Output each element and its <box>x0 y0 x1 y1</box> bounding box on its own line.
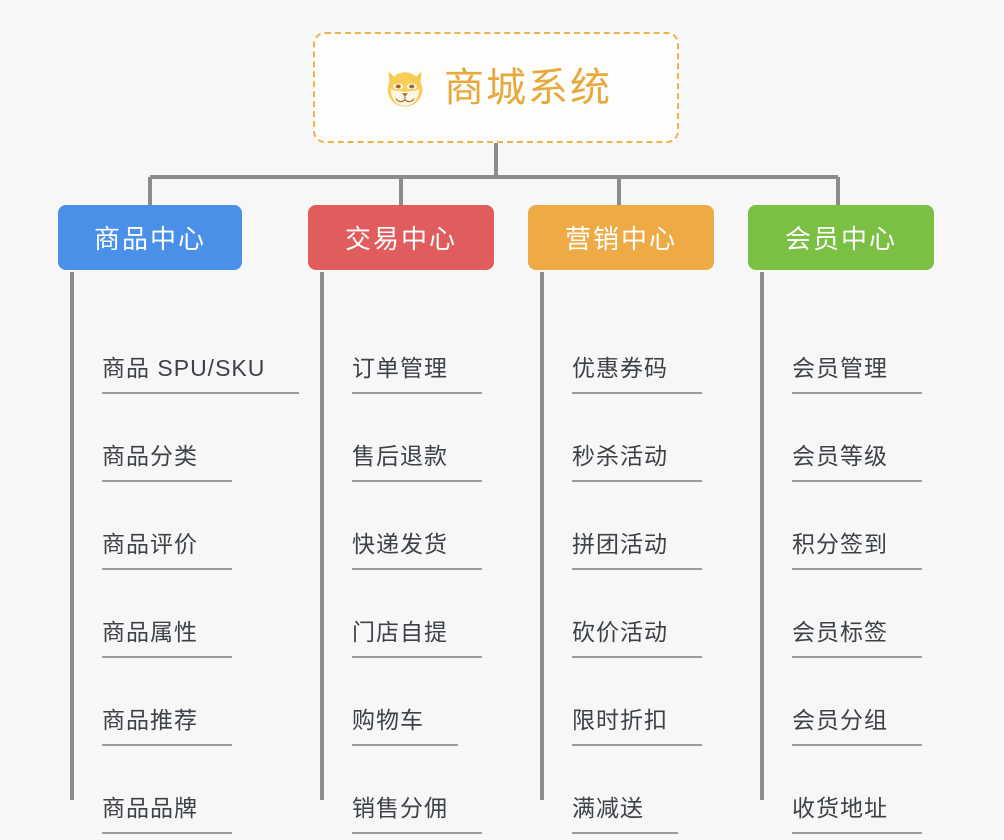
category-header-3[interactable]: 会员中心 <box>748 205 934 270</box>
leaf-label: 会员分组 <box>792 709 922 746</box>
root-node[interactable]: 商城系统 <box>313 32 679 143</box>
category-column-会员中心: 会员中心 会员管理 会员等级 积分签到 会员标签 会员分组 收货地址 <box>748 205 968 834</box>
leaf-label: 快递发货 <box>352 533 482 570</box>
leaf-label: 优惠券码 <box>572 357 702 394</box>
list-item[interactable]: 商品品牌 <box>72 746 278 834</box>
list-item[interactable]: 商品 SPU/SKU <box>72 306 300 394</box>
category-header-2[interactable]: 营销中心 <box>528 205 714 270</box>
list-item[interactable]: 售后退款 <box>322 394 528 482</box>
leaf-list-2: 优惠券码 秒杀活动 拼团活动 砍价活动 限时折扣 满减送 <box>528 306 748 834</box>
category-label-0: 商品中心 <box>93 224 206 254</box>
shiba-dog-face-icon <box>387 71 423 107</box>
leaf-label: 商品品牌 <box>102 797 232 834</box>
leaf-label: 限时折扣 <box>572 709 702 746</box>
list-item[interactable]: 门店自提 <box>322 570 528 658</box>
leaf-label: 商品属性 <box>102 621 232 658</box>
list-item[interactable]: 砍价活动 <box>542 570 748 658</box>
category-column-交易中心: 交易中心 订单管理 售后退款 快递发货 门店自提 购物车 销售分佣 <box>308 205 528 834</box>
category-label-3: 会员中心 <box>784 224 897 254</box>
leaf-label: 商品推荐 <box>102 709 232 746</box>
list-item[interactable]: 积分签到 <box>762 482 968 570</box>
list-item[interactable]: 订单管理 <box>322 306 528 394</box>
list-item[interactable]: 会员分组 <box>762 658 968 746</box>
category-label-2: 营销中心 <box>564 224 677 254</box>
leaf-list-1: 订单管理 售后退款 快递发货 门店自提 购物车 销售分佣 <box>308 306 528 834</box>
leaf-label: 秒杀活动 <box>572 445 702 482</box>
category-header-0[interactable]: 商品中心 <box>58 205 242 270</box>
leaf-label: 售后退款 <box>352 445 482 482</box>
list-item[interactable]: 销售分佣 <box>322 746 528 834</box>
category-header-1[interactable]: 交易中心 <box>308 205 494 270</box>
leaf-label: 会员等级 <box>792 445 922 482</box>
list-item[interactable]: 限时折扣 <box>542 658 748 746</box>
list-item[interactable]: 拼团活动 <box>542 482 748 570</box>
category-column-商品中心: 商品中心 商品 SPU/SKU 商品分类 商品评价 商品属性 商品推荐 商品品牌 <box>58 205 300 834</box>
list-item[interactable]: 优惠券码 <box>542 306 748 394</box>
list-item[interactable]: 收货地址 <box>762 746 968 834</box>
leaf-label: 收货地址 <box>792 797 922 834</box>
list-item[interactable]: 会员标签 <box>762 570 968 658</box>
leaf-label: 积分签到 <box>792 533 922 570</box>
list-item[interactable]: 秒杀活动 <box>542 394 748 482</box>
root-title: 商城系统 <box>444 65 612 110</box>
category-column-营销中心: 营销中心 优惠券码 秒杀活动 拼团活动 砍价活动 限时折扣 满减送 <box>528 205 748 834</box>
leaf-label: 砍价活动 <box>572 621 702 658</box>
leaf-label: 满减送 <box>572 797 678 834</box>
category-label-1: 交易中心 <box>344 224 457 254</box>
list-item[interactable]: 会员管理 <box>762 306 968 394</box>
leaf-list-3: 会员管理 会员等级 积分签到 会员标签 会员分组 收货地址 <box>748 306 968 834</box>
list-item[interactable]: 满减送 <box>542 746 748 834</box>
leaf-label: 商品评价 <box>102 533 232 570</box>
leaf-label: 商品 SPU/SKU <box>102 357 300 394</box>
leaf-label: 商品分类 <box>102 445 232 482</box>
leaf-label: 会员标签 <box>792 621 922 658</box>
list-item[interactable]: 商品属性 <box>72 570 278 658</box>
list-item[interactable]: 购物车 <box>322 658 528 746</box>
leaf-list-0: 商品 SPU/SKU 商品分类 商品评价 商品属性 商品推荐 商品品牌 <box>58 306 300 834</box>
leaf-label: 订单管理 <box>352 357 482 394</box>
leaf-label: 拼团活动 <box>572 533 702 570</box>
leaf-label: 门店自提 <box>352 621 482 658</box>
list-item[interactable]: 快递发货 <box>322 482 528 570</box>
list-item[interactable]: 商品分类 <box>72 394 278 482</box>
list-item[interactable]: 商品推荐 <box>72 658 278 746</box>
list-item[interactable]: 商品评价 <box>72 482 278 570</box>
list-item[interactable]: 会员等级 <box>762 394 968 482</box>
leaf-label: 购物车 <box>352 709 458 746</box>
leaf-label: 销售分佣 <box>352 797 482 834</box>
leaf-label: 会员管理 <box>792 357 922 394</box>
